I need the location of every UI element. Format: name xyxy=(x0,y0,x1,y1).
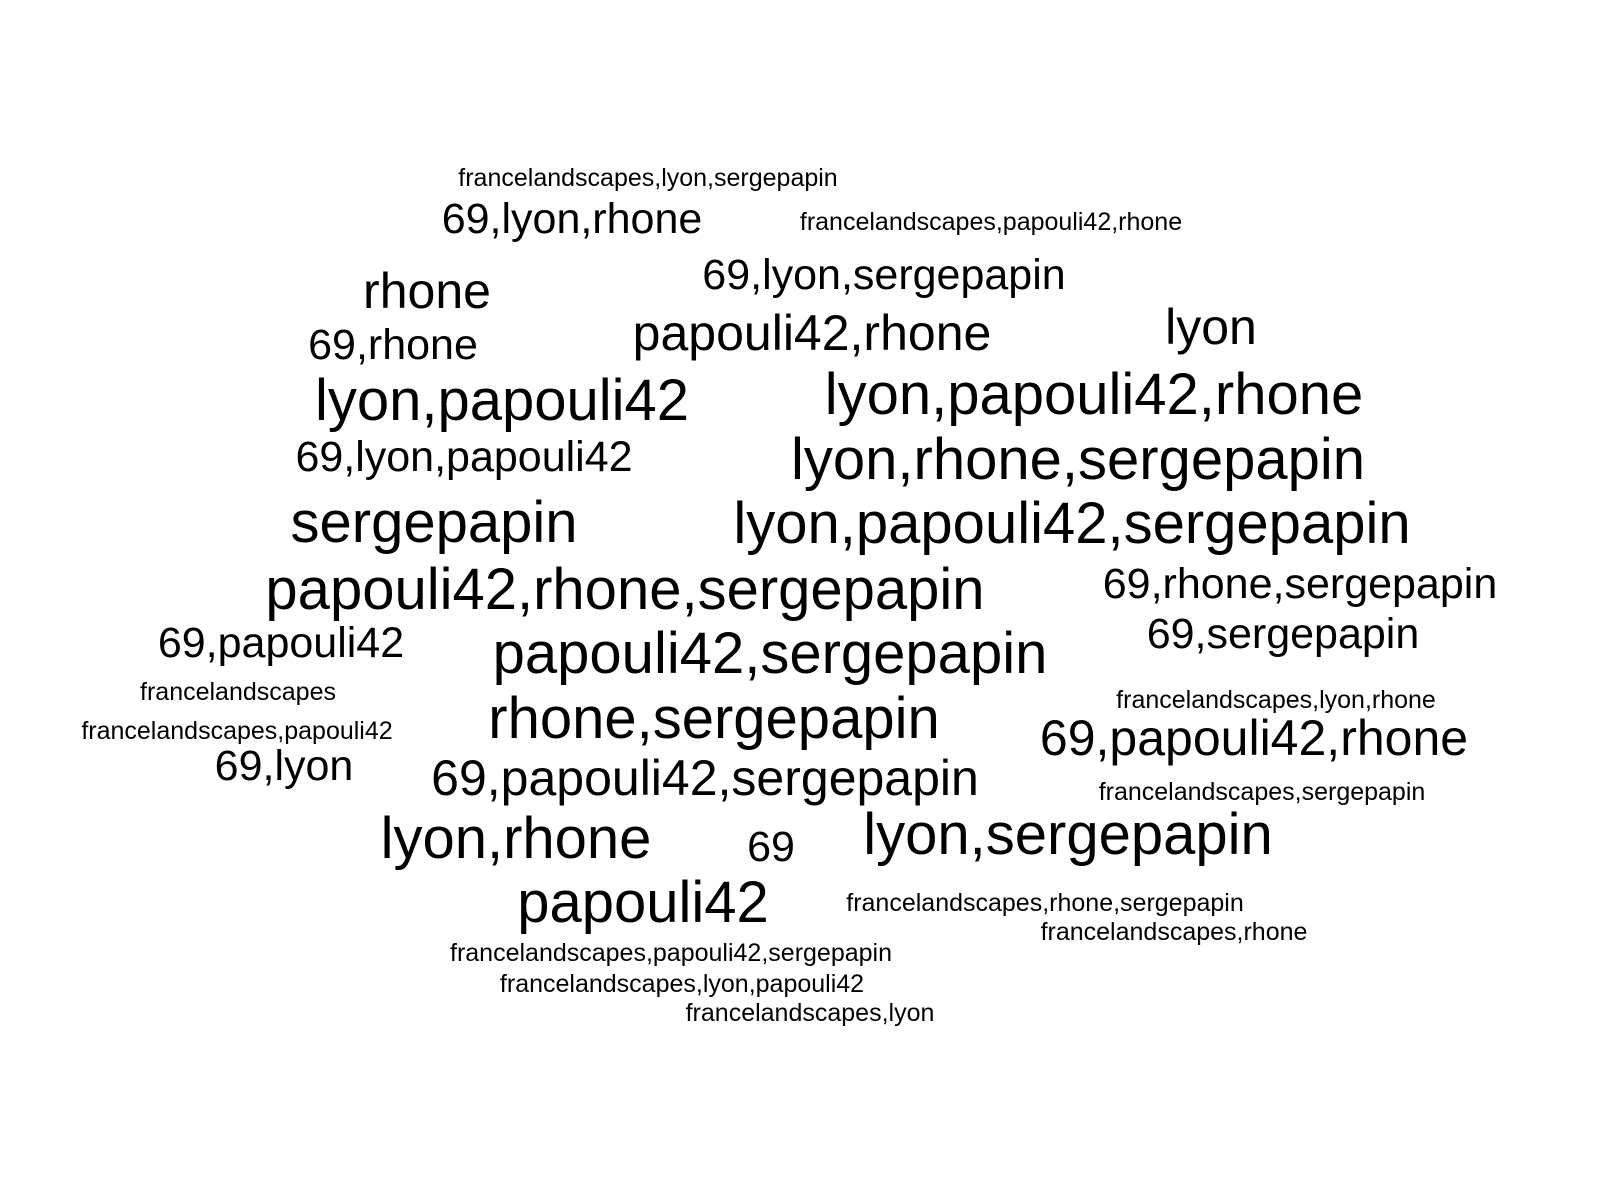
word-item: francelandscapes,papouli42 xyxy=(81,717,393,745)
word-item: lyon,rhone,sergepapin xyxy=(791,427,1365,492)
word-item: papouli42,rhone,sergepapin xyxy=(265,557,985,622)
word-item: francelandscapes,papouli42,rhone xyxy=(799,208,1183,236)
word-item: 69,papouli42,sergepapin xyxy=(431,750,979,806)
word-item: 69,rhone,sergepapin xyxy=(1102,560,1498,608)
word-item: 69,rhone xyxy=(308,321,478,369)
word-item: 69,papouli42,rhone xyxy=(1039,710,1469,766)
word-item: francelandscapes,lyon xyxy=(685,999,935,1027)
word-item: lyon,rhone xyxy=(380,806,652,871)
word-item: francelandscapes,papouli42,sergepapin xyxy=(450,939,892,967)
word-item: 69,lyon,rhone xyxy=(441,195,703,243)
word-item: 69 xyxy=(747,823,795,871)
word-item: lyon,papouli42,rhone xyxy=(824,362,1364,427)
word-item: lyon,papouli42,sergepapin xyxy=(733,491,1411,556)
word-item: 69,papouli42 xyxy=(157,619,405,667)
word-item: rhone xyxy=(363,263,491,319)
word-item: lyon,papouli42 xyxy=(314,368,690,433)
word-item: francelandscapes,sergepapin xyxy=(1098,778,1426,806)
word-item: 69,lyon,papouli42 xyxy=(295,433,633,481)
word-item: francelandscapes xyxy=(140,678,336,706)
word-item: francelandscapes,lyon,sergepapin xyxy=(458,164,838,192)
word-item: lyon,sergepapin xyxy=(863,802,1273,867)
word-item: papouli42 xyxy=(517,870,769,935)
word-item: rhone,sergepapin xyxy=(488,686,940,751)
word-item: 69,sergepapin xyxy=(1146,610,1420,658)
word-item: francelandscapes,lyon,papouli42 xyxy=(499,970,865,998)
word-item: francelandscapes,rhone xyxy=(1040,918,1308,946)
word-item: 69,lyon,sergepapin xyxy=(702,251,1066,299)
word-item: papouli42,sergepapin xyxy=(492,621,1048,686)
word-item: francelandscapes,lyon,rhone xyxy=(1116,686,1436,714)
word-item: lyon xyxy=(1165,299,1257,355)
word-item: sergepapin xyxy=(290,490,578,555)
word-item: francelandscapes,rhone,sergepapin xyxy=(846,889,1244,917)
word-item: papouli42,rhone xyxy=(632,305,992,361)
word-item: 69,lyon xyxy=(214,742,354,790)
